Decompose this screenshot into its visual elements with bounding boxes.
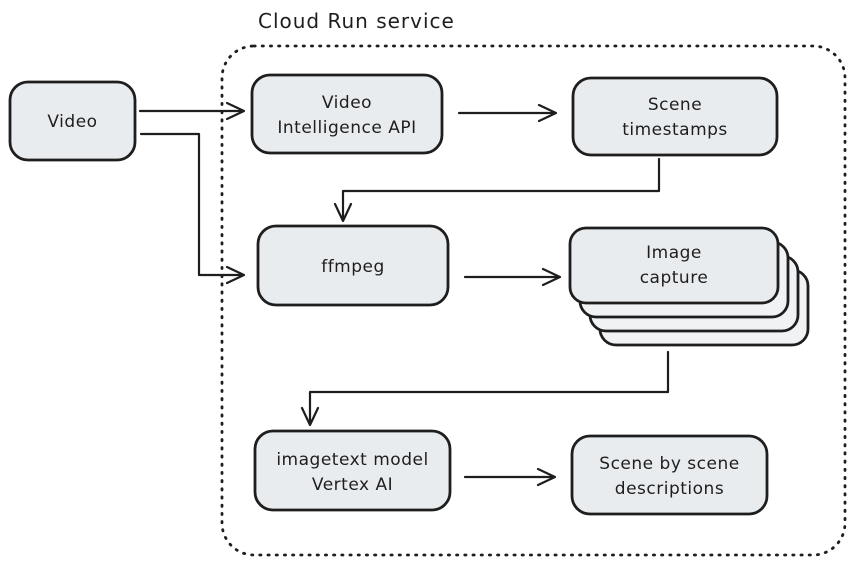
arrow-imagetext-model-to-scene-descriptions xyxy=(463,467,557,487)
arrow-video-to-ffmpeg xyxy=(139,132,246,285)
arrow-scene-timestamps-to-ffmpeg xyxy=(333,157,661,223)
video-box xyxy=(8,80,137,162)
node-image-capture-stack: Image capture xyxy=(568,226,810,347)
imagetext-model-label-line1: imagetext model xyxy=(276,450,428,470)
arrow-ffmpeg-to-image-capture xyxy=(463,267,562,287)
node-imagetext-model-vertex-ai: imagetext model Vertex AI xyxy=(253,429,452,512)
cloud-run-service-label: Cloud Run service xyxy=(258,9,455,33)
node-scene-descriptions: Scene by scene descriptions xyxy=(570,434,769,516)
scene-descriptions-box xyxy=(570,434,769,516)
arrow-image-capture-to-imagetext-model xyxy=(300,350,670,427)
video-intelligence-api-box xyxy=(250,73,444,155)
scene-descriptions-label-line1: Scene by scene xyxy=(599,454,739,474)
image-capture-box xyxy=(568,226,780,305)
scene-timestamps-label-line1: Scene xyxy=(648,95,702,115)
cloud-run-service-container xyxy=(220,44,847,557)
imagetext-model-box xyxy=(253,429,452,512)
arrow-video-intelligence-api-to-scene-timestamps xyxy=(457,103,558,123)
video-intelligence-api-label-line2: Intelligence API xyxy=(277,118,416,138)
node-video: Video xyxy=(8,80,137,162)
ffmpeg-box xyxy=(256,224,450,307)
imagetext-model-label-line2: Vertex AI xyxy=(312,475,393,495)
ffmpeg-label: ffmpeg xyxy=(321,257,385,277)
node-video-intelligence-api: Video Intelligence API xyxy=(250,73,444,155)
video-label: Video xyxy=(47,112,97,132)
node-scene-timestamps: Scene timestamps xyxy=(571,76,779,157)
scene-timestamps-label-line2: timestamps xyxy=(622,120,728,140)
arrow-video-to-video-intelligence-api xyxy=(138,101,246,121)
image-capture-label-line2: capture xyxy=(640,268,709,288)
node-ffmpeg: ffmpeg xyxy=(256,224,450,307)
scene-descriptions-label-line2: descriptions xyxy=(615,479,724,499)
scene-timestamps-box xyxy=(571,76,779,157)
video-intelligence-api-label-line1: Video xyxy=(322,93,372,113)
image-capture-label-line1: Image xyxy=(646,243,702,263)
